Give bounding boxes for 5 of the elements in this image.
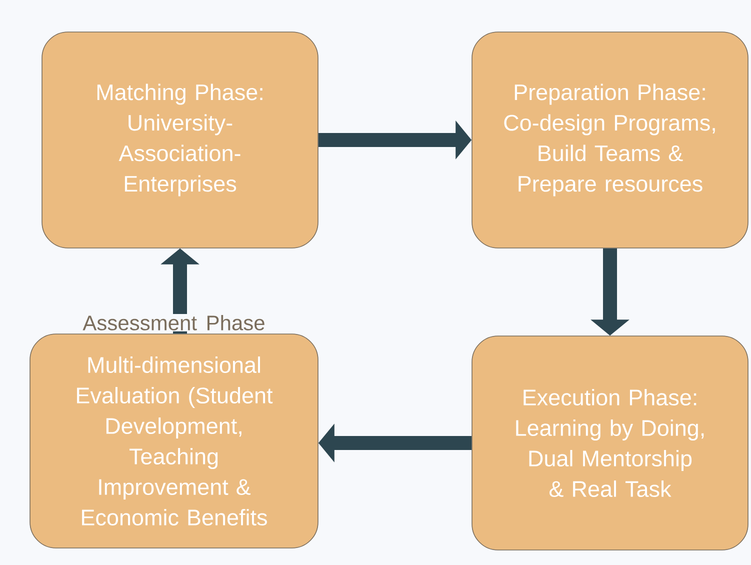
phase-box: Execution Phase: Learning by Doing, Dual Mentorship & Real Task: [472, 336, 748, 550]
phase-heading: Assessment Phase: [82, 314, 266, 332]
phase-box: Multi-dimensional Evaluation (Student Development, Teaching Improvement & Economic Benefits: [30, 334, 318, 548]
phase-box: Preparation Phase: Co-design Programs, Build Teams & Prepare resources: [472, 32, 748, 248]
phase-box: Matching Phase: University-Association-Enterprises: [42, 32, 318, 248]
